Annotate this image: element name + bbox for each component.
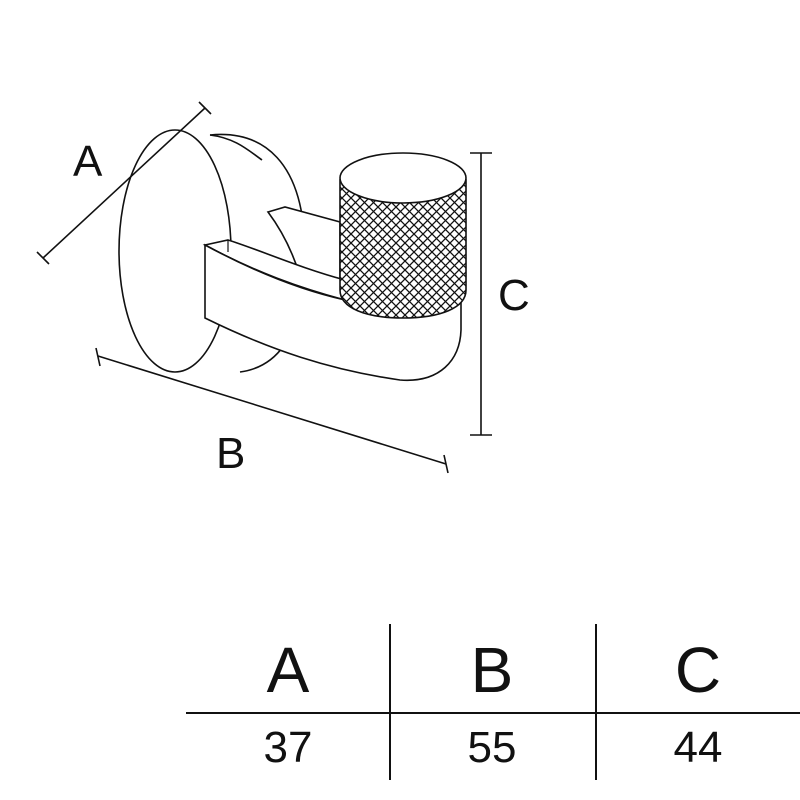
dimension-a: A bbox=[36, 101, 212, 265]
dimension-label-b: B bbox=[216, 429, 245, 478]
hook-arm bbox=[202, 206, 462, 381]
table-column-a: A 37 bbox=[186, 624, 390, 780]
table-value-a: 37 bbox=[263, 723, 313, 772]
dimension-table: A 37 B 55 C 44 bbox=[186, 624, 800, 780]
table-column-divider bbox=[595, 624, 597, 780]
table-header-a: A bbox=[266, 634, 310, 706]
table-value-b: 55 bbox=[467, 723, 517, 772]
dimension-c: C bbox=[470, 152, 530, 436]
dimension-label-c: C bbox=[498, 271, 530, 320]
table-column-b: B 55 bbox=[390, 624, 594, 780]
knurled-knob bbox=[339, 152, 467, 319]
table-value-c: 44 bbox=[673, 723, 723, 772]
table-header-c: C bbox=[674, 634, 722, 706]
table-header-divider bbox=[186, 712, 800, 714]
table-column-divider bbox=[389, 624, 391, 780]
table-header-b: B bbox=[470, 634, 514, 706]
dimension-b: B bbox=[95, 347, 449, 478]
table-column-c: C 44 bbox=[596, 624, 800, 780]
dimension-label-a: A bbox=[73, 137, 103, 186]
